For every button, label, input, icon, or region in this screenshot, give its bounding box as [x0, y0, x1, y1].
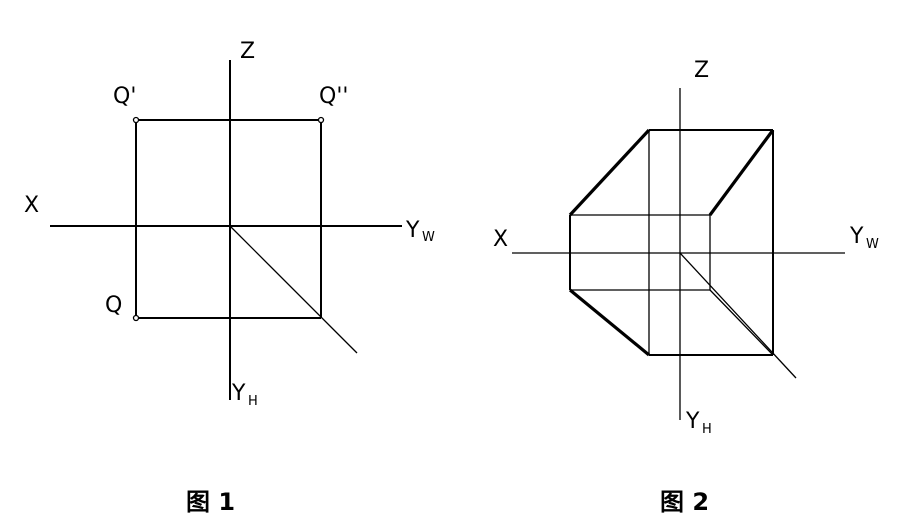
fig2-yw-label: Y	[849, 224, 864, 249]
fig1-x-label: X	[24, 193, 39, 218]
fig1-q-side-label: Q''	[319, 84, 348, 109]
figure-1: Z X Y W Y H Q' Q'' Q 图 1	[24, 39, 435, 516]
fig1-yh-sub: H	[248, 394, 258, 409]
fig1-construction-line	[229, 225, 358, 354]
fig2-caption: 图 2	[660, 488, 709, 516]
fig1-yw-label: Y	[405, 218, 420, 243]
fig1-yh-label: Y	[231, 381, 246, 406]
fig2-edge-bottom-right	[709, 289, 774, 356]
fig1-point-q	[132, 314, 140, 322]
fig1-point-q-front	[132, 116, 140, 124]
fig1-caption: 图 1	[186, 488, 235, 516]
fig1-q-label: Q	[105, 293, 122, 318]
fig2-yh-label: Y	[685, 409, 700, 434]
fig2-yw-sub: W	[866, 237, 879, 252]
fig2-x-label: X	[493, 227, 508, 252]
fig1-z-label: Z	[240, 39, 255, 64]
fig2-construction-line	[679, 252, 797, 379]
fig2-edge-top-left	[568, 128, 651, 217]
fig1-yw-sub: W	[422, 230, 435, 245]
fig1-point-q-side	[317, 116, 325, 124]
figure-2: Z X Y W Y H 图 2	[493, 58, 879, 516]
fig1-q-front-label: Q'	[113, 84, 136, 109]
fig2-edge-bottom-left	[568, 288, 651, 357]
fig2-z-label: Z	[694, 58, 709, 83]
fig2-edge-top-right	[708, 129, 775, 216]
fig2-yh-sub: H	[702, 422, 712, 437]
